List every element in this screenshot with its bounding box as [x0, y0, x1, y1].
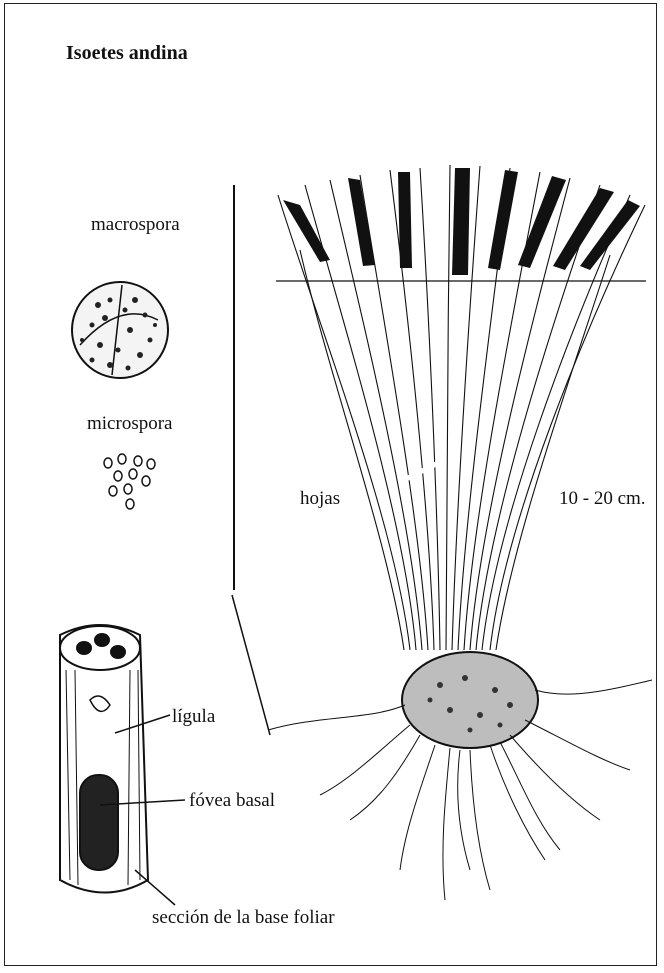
figure-title: Isoetes andina — [66, 42, 188, 65]
seccion-label: sección de la base foliar — [152, 907, 335, 929]
leaf-base-section — [60, 625, 148, 893]
fovea-label: fóvea basal — [189, 790, 275, 812]
macrospora-label: macrospora — [91, 214, 180, 236]
bracket-line — [232, 595, 270, 735]
hojas-pointer — [400, 462, 440, 482]
macrospore-drawing — [72, 282, 168, 378]
microspora-label: microspora — [87, 413, 172, 435]
microspores-drawing — [104, 454, 155, 509]
ligula-label: lígula — [172, 706, 215, 728]
corm-drawing — [402, 652, 538, 748]
leaf-tips — [283, 168, 640, 275]
hojas-label: hojas — [300, 488, 340, 510]
size-label: 10 - 20 cm. — [559, 488, 646, 510]
seccion-pointer — [135, 870, 175, 905]
